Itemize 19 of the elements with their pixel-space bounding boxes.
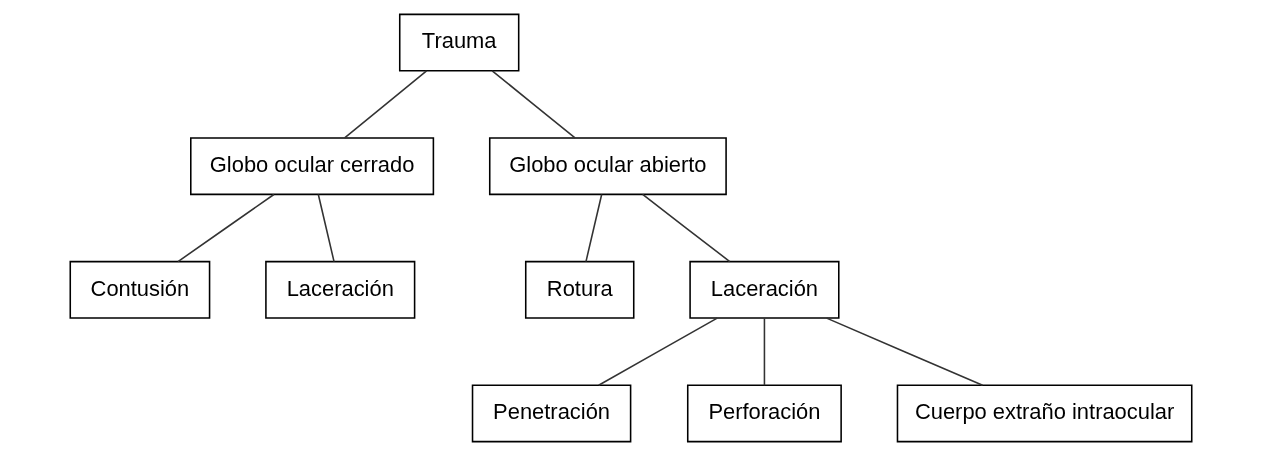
node-box: Rotura: [524, 260, 635, 319]
connector: [585, 193, 603, 263]
node-box: Cuerpo extraño intraocular: [896, 384, 1193, 443]
connector: [597, 317, 718, 387]
connector: [763, 317, 766, 387]
connector: [317, 193, 335, 263]
connector: [825, 317, 984, 387]
node-box: Laceración: [689, 260, 840, 319]
node-box: Penetración: [471, 384, 632, 443]
connector: [177, 193, 275, 263]
node-box: Globo ocular abierto: [488, 137, 727, 196]
node-box: Laceración: [265, 260, 416, 319]
node-box: Trauma: [398, 13, 520, 72]
node-box: Perforación: [686, 384, 842, 443]
node-box: Globo ocular cerrado: [190, 137, 435, 196]
connector: [491, 70, 576, 139]
node-box: Contusión: [69, 260, 211, 319]
connector: [343, 70, 428, 139]
connector: [641, 193, 731, 263]
